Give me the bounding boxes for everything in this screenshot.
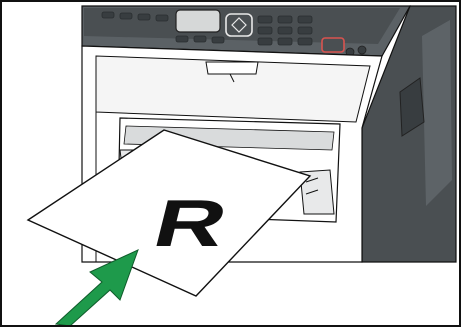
lcd-display	[176, 10, 220, 32]
stop-button	[322, 38, 344, 52]
output-tray-handle	[206, 62, 258, 74]
